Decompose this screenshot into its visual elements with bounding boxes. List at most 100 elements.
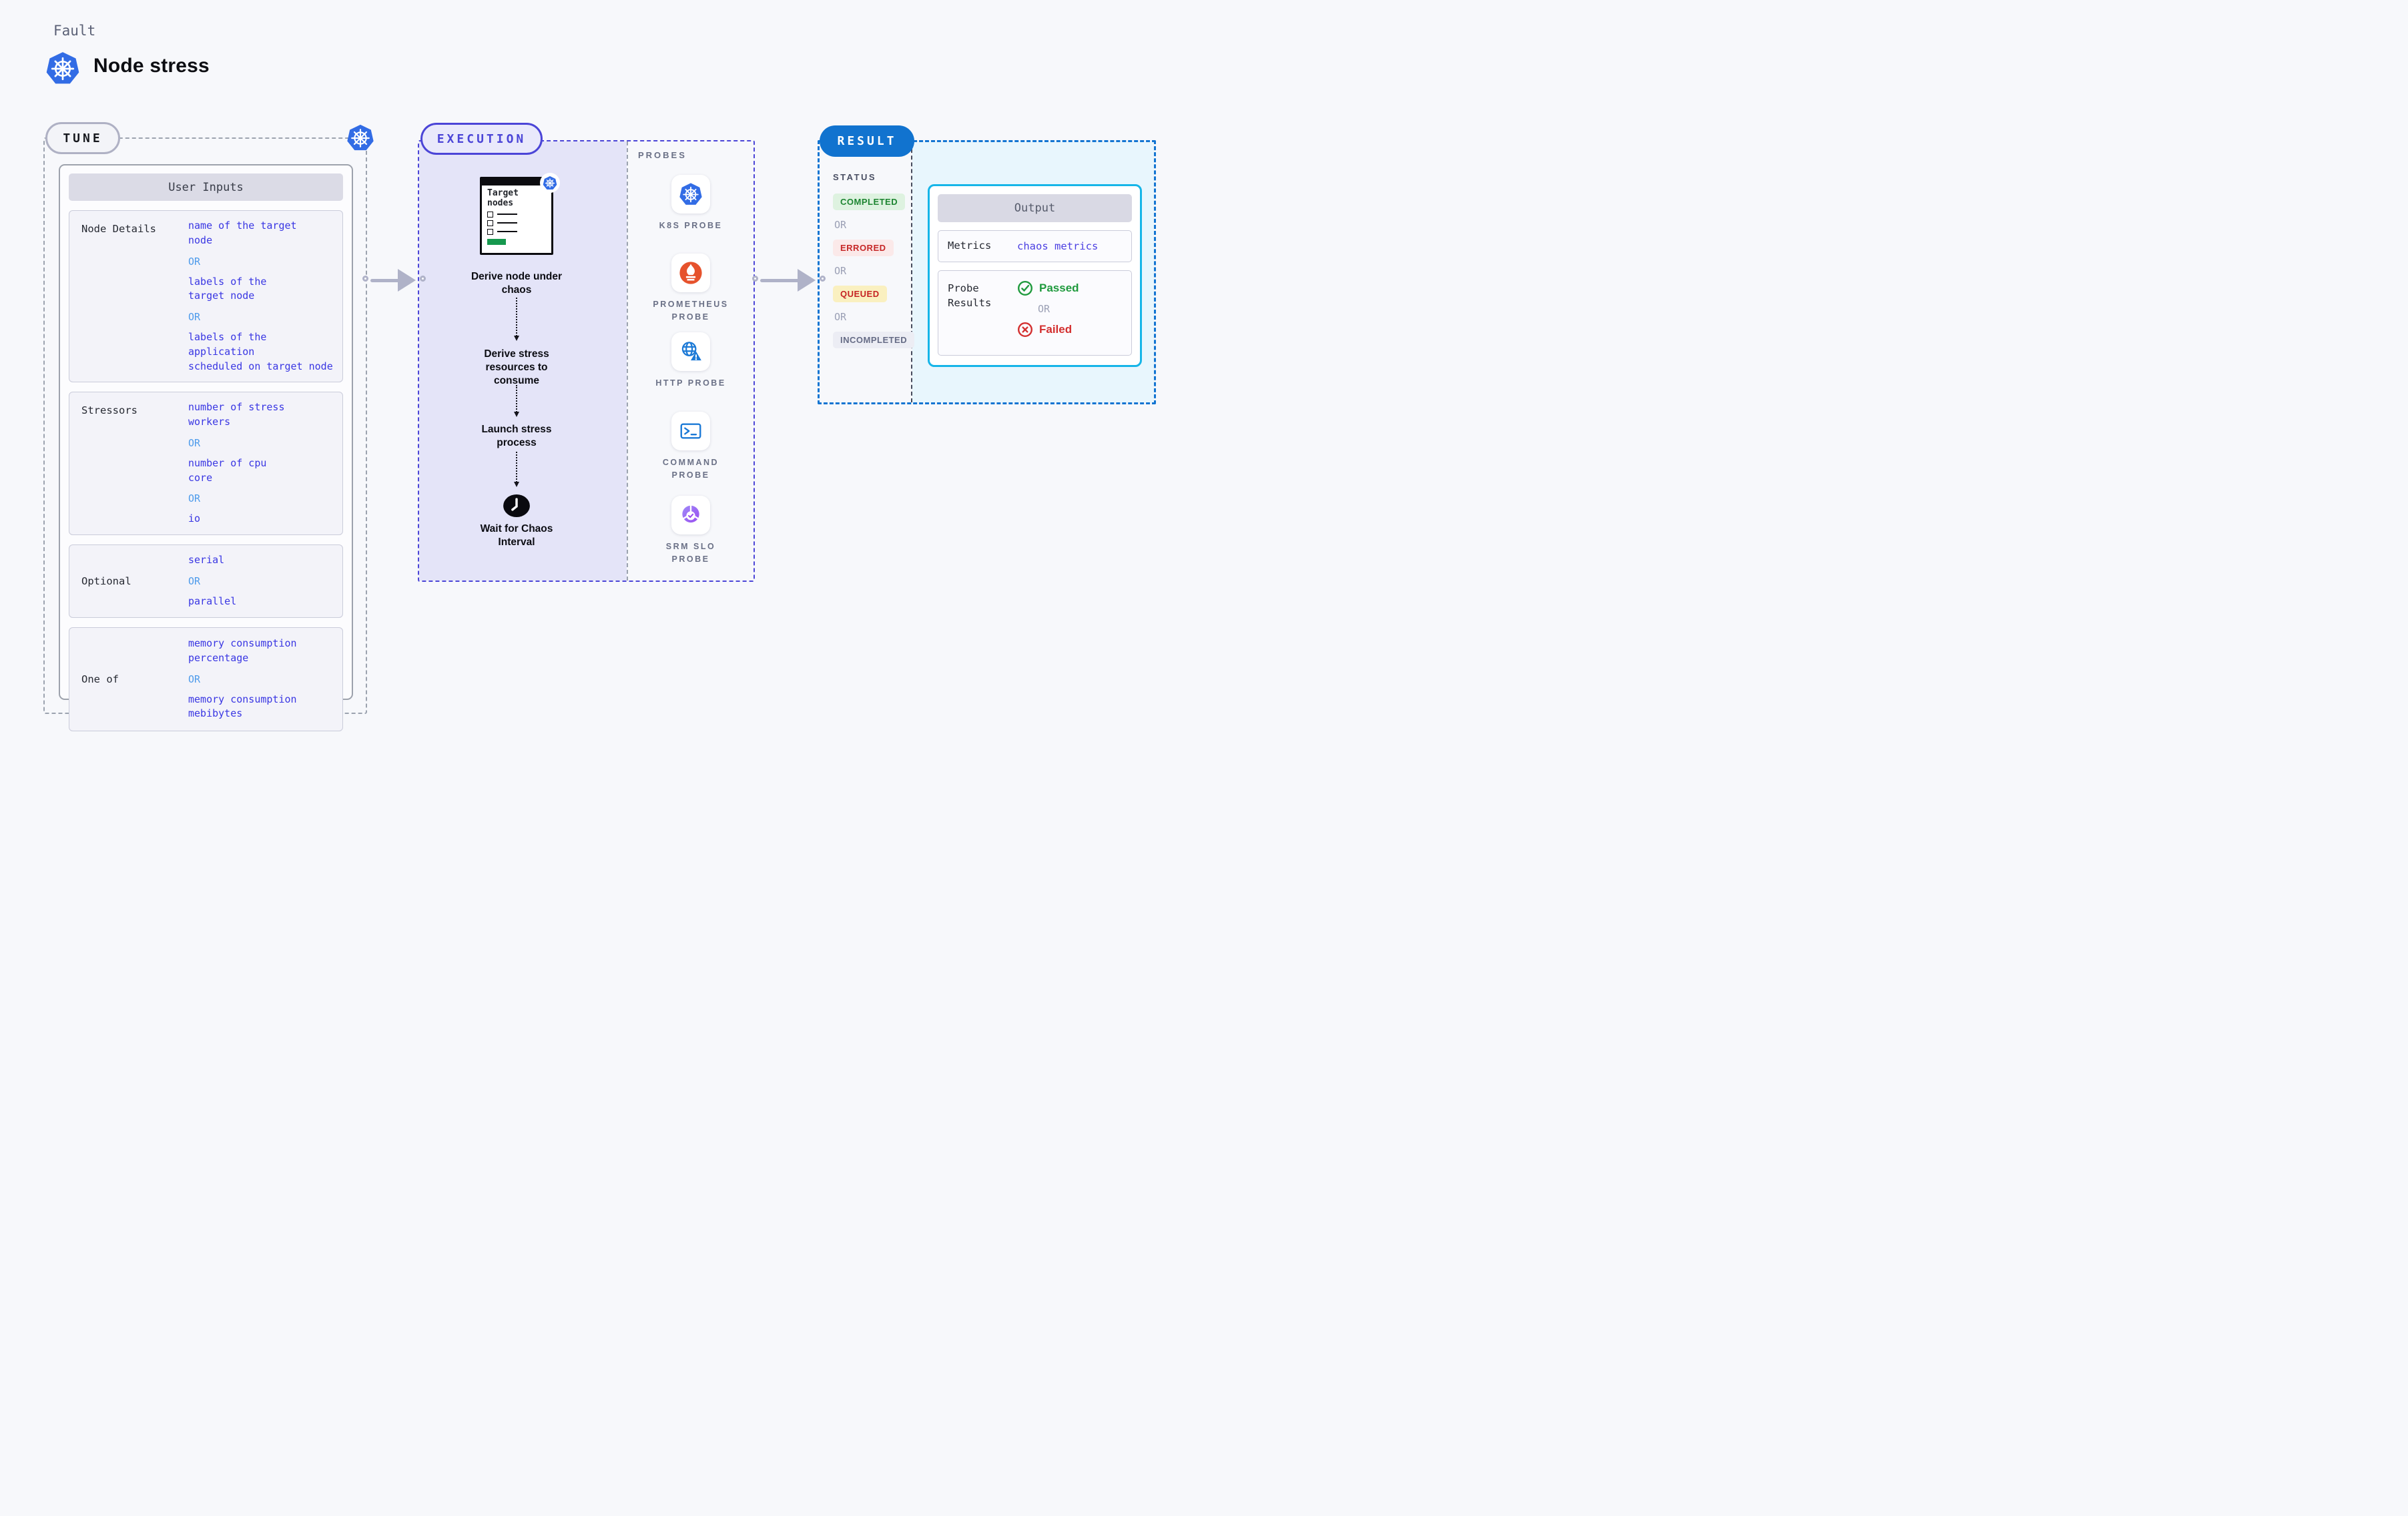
tune-to-execution-arrow-icon [362,268,426,292]
output-card: Output Metrics chaos metrics Probe Resul… [928,184,1142,367]
kubernetes-icon [346,123,374,151]
target-nodes-card-title: Target nodes [487,188,519,208]
row-label: Optional [81,575,131,587]
probe-results-label: Probe Results [948,282,992,309]
execution-step: Derive stress resources to consume [484,348,549,387]
execution-section [418,140,755,582]
flow-connector-arrow-icon [514,385,519,417]
node-stress-fault-diagram: Fault Node stress TUNE User Inputs Node … [0,0,1204,758]
probes-title: PROBES [638,150,687,160]
or-label: OR [188,673,201,685]
execution-probes-divider [627,141,628,581]
result-section [818,140,1156,404]
card-titlebar [482,179,551,185]
probe-label: COMMAND PROBE [662,458,719,480]
status-badge: ERRORED [833,240,894,256]
or-label: OR [188,492,201,505]
or-label: OR [834,265,847,277]
metrics-label: Metrics [948,240,992,252]
checklist-item [487,211,551,218]
green-button-shape [487,238,506,245]
target-nodes-card: Target nodes [480,173,560,255]
status-output-divider [911,142,912,402]
probe-item: HTTP PROBE [627,332,754,390]
probe-label: K8S PROBE [659,221,723,230]
probe-item: SRM SLO PROBE [627,496,754,566]
status-title: STATUS [833,172,877,182]
probe-item: K8S PROBE [627,175,754,232]
status-badge: COMPLETED [833,194,906,210]
input-value: name of the target node [188,220,297,246]
row-label: Node Details [81,223,156,235]
fault-category-label: Fault [53,23,96,39]
flow-connector-arrow-icon [514,452,519,487]
checkbox-icon [487,220,493,226]
output-title: Output [938,194,1132,222]
probe-label: HTTP PROBE [655,378,726,388]
execution-badge: EXECUTION [420,123,543,155]
check-circle-icon [1018,281,1032,296]
pie-check-icon [671,496,710,534]
passed-label: Passed [1039,282,1079,294]
input-value: labels of the application scheduled on t… [188,331,333,372]
input-value: serial [188,554,225,566]
or-label: OR [188,575,201,587]
terminal-icon [671,412,710,450]
or-label: OR [1038,303,1050,315]
globe-warning-icon [671,332,710,371]
or-label: OR [188,436,201,449]
passed-line: Passed [1017,280,1079,296]
input-value: parallel [188,595,237,607]
checkbox-icon [487,228,493,235]
row-label: Stressors [81,404,137,417]
probe-results-values: Passed OR Failed [1017,280,1079,338]
page-title: Node stress [93,55,210,77]
kubernetes-icon [45,51,80,85]
probe-item: COMMAND PROBE [627,412,754,482]
list-line [497,214,517,216]
tune-badge: TUNE [45,122,120,154]
execution-to-result-arrow-icon [752,268,826,292]
input-value: memory consumption percentage [188,637,297,664]
prometheus-icon [671,254,710,292]
status-badge: INCOMPLETED [833,332,915,348]
or-label: OR [834,311,847,323]
kubernetes-icon [671,175,710,214]
user-inputs-title: User Inputs [69,173,343,201]
execution-step: Derive node under chaos [471,271,563,296]
input-value: memory consumption mebibytes [188,693,297,720]
checklist-item [487,220,551,226]
probe-results-row: Probe Results Passed OR Failed [938,270,1132,356]
or-label: OR [834,219,847,231]
input-value: io [188,512,201,525]
user-inputs-card: User Inputs Node Details name of the targ… [59,164,353,731]
clock-icon [503,494,530,518]
result-badge: RESULT [820,125,914,157]
execution-step: Launch stress process [481,424,552,449]
metrics-value: chaos metrics [1017,240,1099,252]
probe-item: PROMETHEUS PROBE [627,254,754,324]
status-badge: QUEUED [833,286,887,302]
probe-label: SRM SLO PROBE [665,542,716,564]
status-list: COMPLETED OR ERRORED OR QUEUED OR INCOMPLETED [833,194,915,348]
checkbox-icon [487,211,493,218]
execution-step: Wait for Chaos Interval [480,523,553,548]
checklist-item [487,228,551,235]
x-circle-icon [1018,322,1032,337]
metrics-row: Metrics chaos metrics [938,230,1132,262]
input-value: number of cpu core [188,456,267,484]
input-value: labels of the target node [188,275,267,302]
kubernetes-icon [540,173,560,193]
or-label: OR [188,255,201,268]
probe-label: PROMETHEUS PROBE [653,300,729,322]
failed-line: Failed [1017,322,1079,338]
